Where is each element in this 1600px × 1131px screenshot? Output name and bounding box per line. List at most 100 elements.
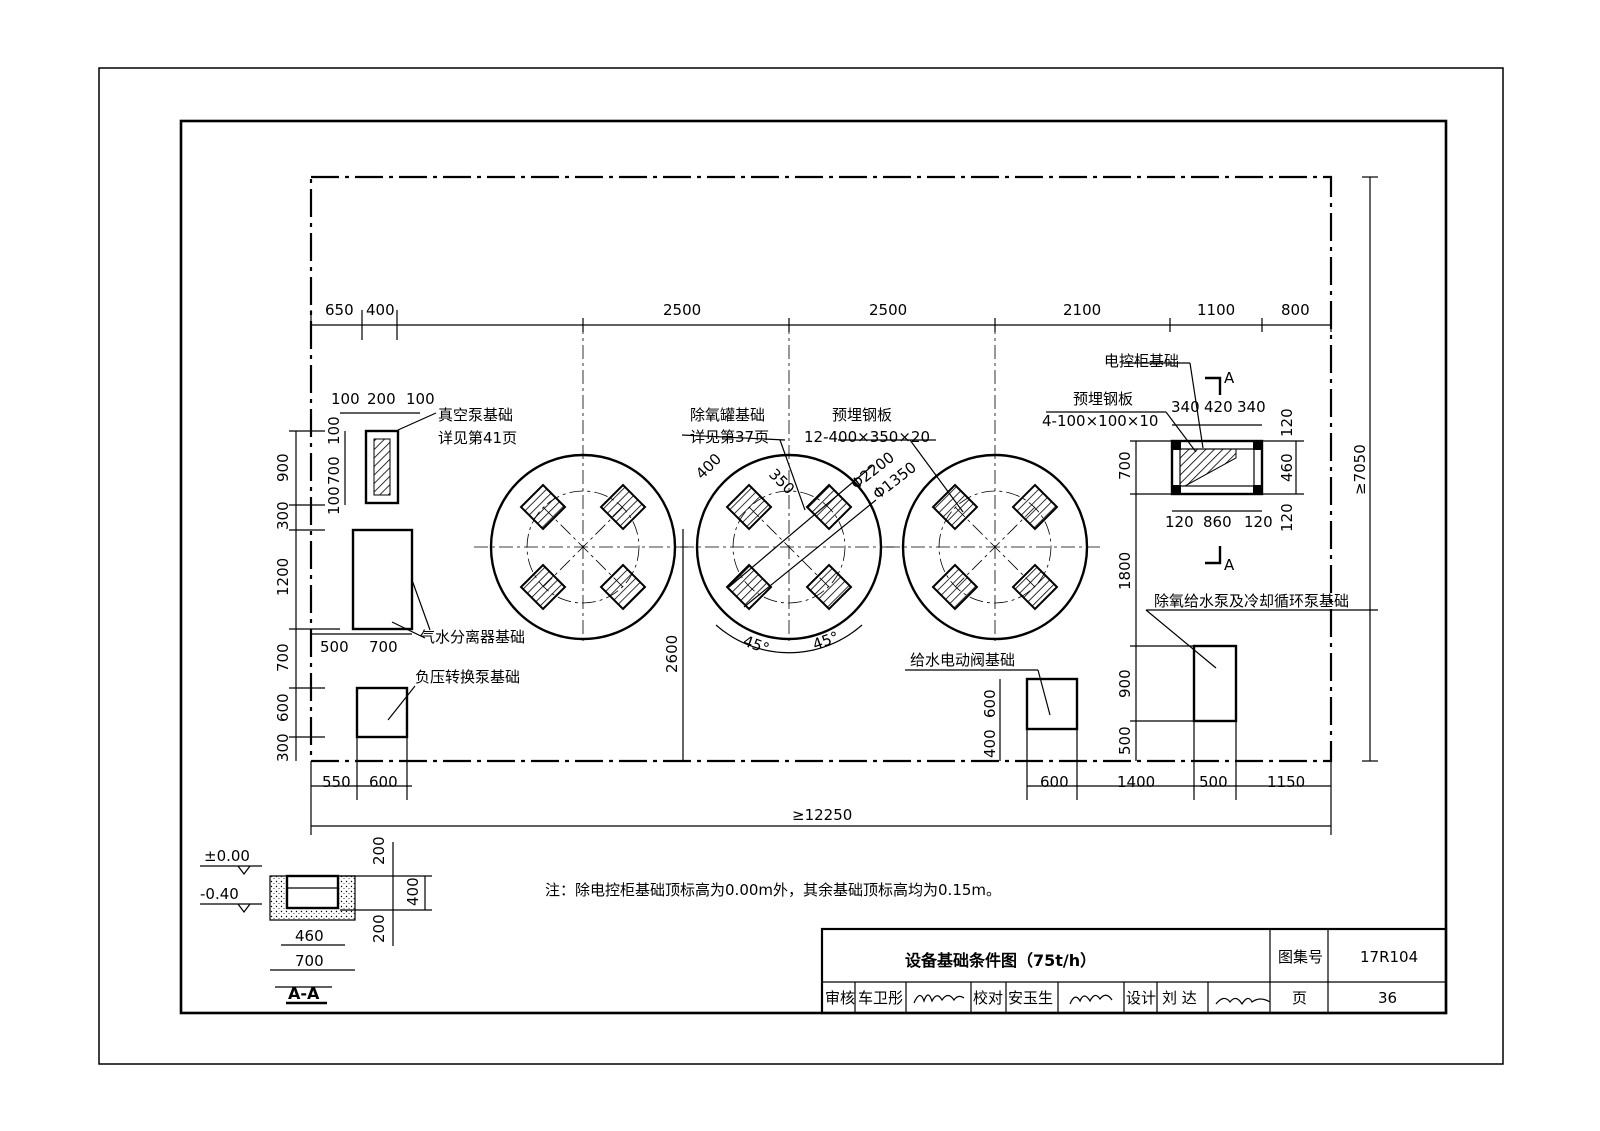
dim-total-h: ≥7050: [1351, 444, 1369, 495]
dim-bottom-left-0: 550: [322, 773, 351, 791]
embed-plate-1: [519, 483, 567, 531]
dim-cab-bot-0: 120: [1165, 513, 1194, 531]
label-dim-400d: 400: [692, 450, 725, 483]
dim-bottom-right-2: 500: [1199, 773, 1228, 791]
dim-sec-v-0: 200: [370, 836, 388, 865]
dim-top-6: 800: [1281, 301, 1310, 319]
label-embed-plate: 预埋钢板: [832, 406, 892, 424]
label-embed-plate-spec: 12-400×350×20: [804, 428, 930, 446]
outer-frame: [98, 67, 1504, 1065]
dim-left-inner-2: 100: [325, 486, 343, 515]
review-name: 车卫彤: [858, 989, 903, 1007]
dim-cab-right-2: 120: [1278, 503, 1296, 532]
dim-left-3: 700: [274, 643, 292, 672]
atlas-label: 图集号: [1278, 948, 1323, 966]
label-angle-right: 45°: [810, 628, 841, 654]
atlas-no: 17R104: [1360, 948, 1418, 966]
dim-left-inner-1: 700: [325, 456, 343, 485]
dimension-lines: [289, 176, 1378, 835]
dim-sec-v-2: 200: [370, 914, 388, 943]
dim-left-5: 300: [274, 733, 292, 762]
title-block: [820, 927, 1448, 1015]
label-cabinet-plate: 预埋钢板: [1073, 390, 1133, 408]
review-signature: [913, 994, 965, 1004]
dim-left-1: 300: [274, 501, 292, 530]
dim-bottom-left-1: 600: [369, 773, 398, 791]
title-block-text: 设备基础条件图（75t/h） 图集号 17R104 页 36 审核 车卫彤 校对…: [825, 948, 1418, 1007]
embed-plate-10: [1011, 483, 1059, 531]
label-deaerator-ref: 详见第37页: [690, 428, 769, 446]
tank-foundation-1: [474, 320, 692, 645]
label-vacuum-pump-ref: 详见第41页: [438, 429, 517, 447]
dim-right-v-0: 700: [1116, 451, 1134, 480]
note-text: 注：除电控柜基础顶标高为0.00m外，其余基础顶标高均为0.15m。: [545, 881, 1001, 899]
dim-total-w: ≥12250: [792, 806, 852, 824]
dimension-numbers: 650 400 2500 2500 2100 1100 800 100 200 …: [274, 301, 1369, 970]
vacuum-pump-foundation: [364, 429, 400, 505]
page-label: 页: [1292, 989, 1307, 1007]
label-dim-350: 350: [765, 465, 798, 498]
dim-bottom-right-1: 1400: [1117, 773, 1155, 791]
dim-top-2: 2500: [663, 301, 701, 319]
embed-plate-11: [931, 563, 979, 611]
dim-sec-v-1: 400: [404, 877, 422, 906]
separator-foundation: [351, 528, 414, 631]
room-boundary: [309, 175, 1333, 763]
cabinet-foundation: [1170, 376, 1264, 565]
dim-cab-bot-2: 120: [1244, 513, 1273, 531]
dim-vacuum-w-0: 100: [331, 390, 360, 408]
embed-plate-5: [725, 483, 773, 531]
dim-cab-top-0: 340: [1171, 398, 1200, 416]
dim-top-0: 650: [325, 301, 354, 319]
embed-plate-12: [1011, 563, 1059, 611]
dim-cab-right-1: 460: [1278, 453, 1296, 482]
dim-vacuum-w-1: 200: [367, 390, 396, 408]
label-separator: 气水分离器基础: [420, 628, 525, 646]
dim-cab-top-2: 340: [1237, 398, 1266, 416]
leader-lines: [387, 362, 1217, 721]
label-section-title: A-A: [288, 984, 320, 1003]
inner-frame: [179, 119, 1448, 1015]
tank-foundation-3: [886, 320, 1104, 645]
dim-right-v-3: 500: [1116, 726, 1134, 755]
dim-sec-h-1: 700: [295, 952, 324, 970]
dim-cab-bot-1: 860: [1203, 513, 1232, 531]
embed-plate-7: [725, 563, 773, 611]
dim-left-0: 900: [274, 453, 292, 482]
label-elev-top: ±0.00: [204, 847, 250, 865]
dim-vacuum-w-2: 100: [406, 390, 435, 408]
dim-right-v-2: 900: [1116, 669, 1134, 698]
angle-arc: [715, 624, 863, 654]
pumps-foundation: [1192, 644, 1238, 723]
embed-plate-2: [599, 483, 647, 531]
embed-plate-4: [599, 563, 647, 611]
embed-plate-6: [805, 483, 853, 531]
dim-left-4: 600: [274, 693, 292, 722]
drawing-title: 设备基础条件图（75t/h）: [905, 951, 1096, 970]
label-cabinet: 电控柜基础: [1104, 352, 1179, 370]
dim-valve-v-0: 600: [981, 689, 999, 718]
dim-sec-h-0: 460: [295, 927, 324, 945]
label-vacuum-pump: 真空泵基础: [438, 406, 513, 424]
review-label: 审核: [825, 989, 855, 1007]
dim-top-4: 2100: [1063, 301, 1101, 319]
dim-v2600: 2600: [663, 635, 681, 673]
dim-left-inner-0: 100: [325, 416, 343, 445]
section-aa: [200, 842, 432, 1005]
check-label: 校对: [973, 989, 1003, 1007]
design-signature: [1215, 997, 1271, 1006]
dim-top-1: 400: [366, 301, 395, 319]
page-no: 36: [1378, 989, 1397, 1007]
label-section-mark-bottom: A: [1224, 556, 1235, 574]
label-neg-pump: 负压转换泵基础: [415, 668, 520, 686]
embed-plate-3: [519, 563, 567, 611]
embed-plates: [519, 483, 1059, 611]
label-valve: 给水电动阀基础: [910, 651, 1015, 669]
check-signature: [1069, 994, 1113, 1005]
dim-right-v-1: 1800: [1116, 552, 1134, 590]
dim-valve-v-1: 400: [981, 729, 999, 758]
dim-top-5: 1100: [1197, 301, 1235, 319]
dim-bottom-right-0: 600: [1040, 773, 1069, 791]
embed-plate-8: [805, 563, 853, 611]
